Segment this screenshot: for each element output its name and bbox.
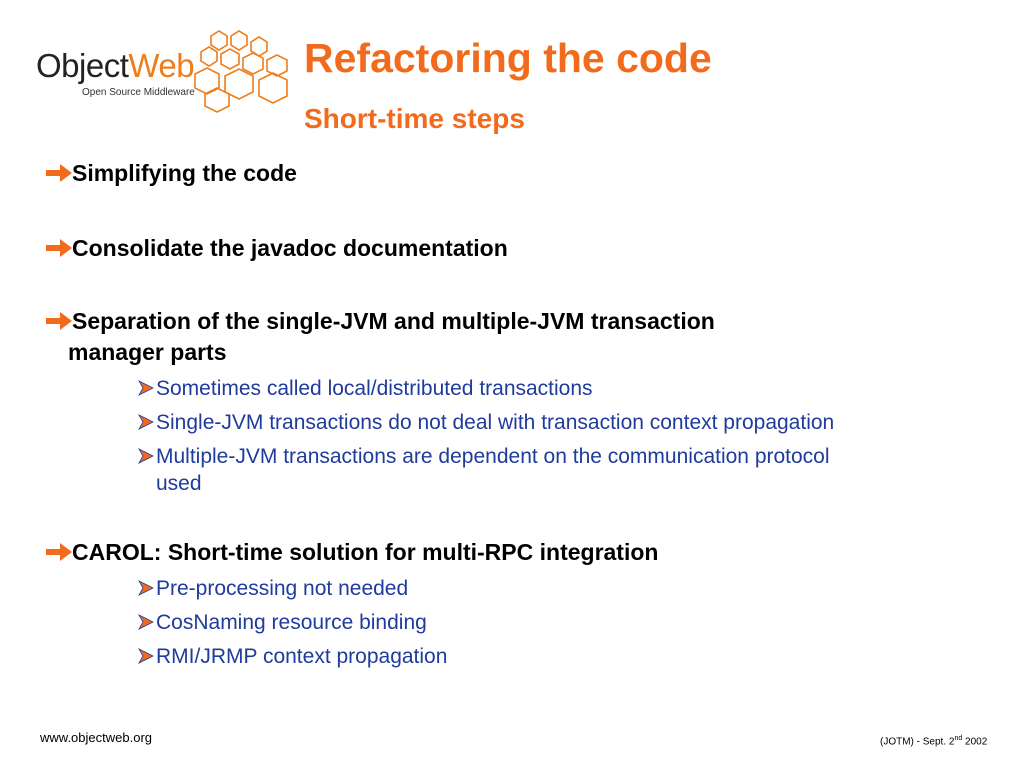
sub-bullet-local-distributed: Sometimes called local/distributed trans… xyxy=(136,375,1000,402)
chevron-arrow-icon xyxy=(137,614,154,630)
logo-tagline: Open Source Middleware xyxy=(82,87,195,98)
arrow-right-icon xyxy=(46,164,72,182)
bullet-carol: CAROL: Short-time solution for multi-RPC… xyxy=(40,537,1000,568)
sub-bullet-pre-processing: Pre-processing not needed xyxy=(136,575,1000,602)
sub-bullet-multiple-jvm: Multiple-JVM transactions are dependent … xyxy=(136,443,1000,497)
footer-date: (JOTM) - Sept. 2nd 2002 xyxy=(880,735,988,748)
sub-bullet-cosnaming: CosNaming resource binding xyxy=(136,609,1000,636)
chevron-arrow-icon xyxy=(137,380,154,396)
slide-subtitle: Short-time steps xyxy=(304,103,525,134)
logo-wordmark: ObjectWeb xyxy=(36,47,195,84)
sub-bullet-rmi-jrmp: RMI/JRMP context propagation xyxy=(136,643,1000,670)
chevron-arrow-icon xyxy=(137,448,154,464)
objectweb-logo: ObjectWeb Open Source Middleware xyxy=(34,28,288,118)
arrow-right-icon xyxy=(46,312,72,330)
chevron-arrow-icon xyxy=(137,648,154,664)
arrow-right-icon xyxy=(46,543,72,561)
arrow-right-icon xyxy=(46,239,72,257)
bullet-javadoc: Consolidate the javadoc documentation xyxy=(40,233,1000,264)
bullet-simplifying: Simplifying the code xyxy=(40,158,1000,189)
hexagon-cluster-icon xyxy=(194,30,288,113)
sub-bullet-single-jvm: Single-JVM transactions do not deal with… xyxy=(136,409,1000,436)
slide-title: Refactoring the code xyxy=(304,35,712,81)
footer-url: www.objectweb.org xyxy=(40,730,152,745)
chevron-arrow-icon xyxy=(137,580,154,596)
chevron-arrow-icon xyxy=(137,414,154,430)
bullet-separation: Separation of the single-JVM and multipl… xyxy=(40,306,1000,368)
slide-content: Simplifying the code Consolidate the jav… xyxy=(40,158,1000,670)
